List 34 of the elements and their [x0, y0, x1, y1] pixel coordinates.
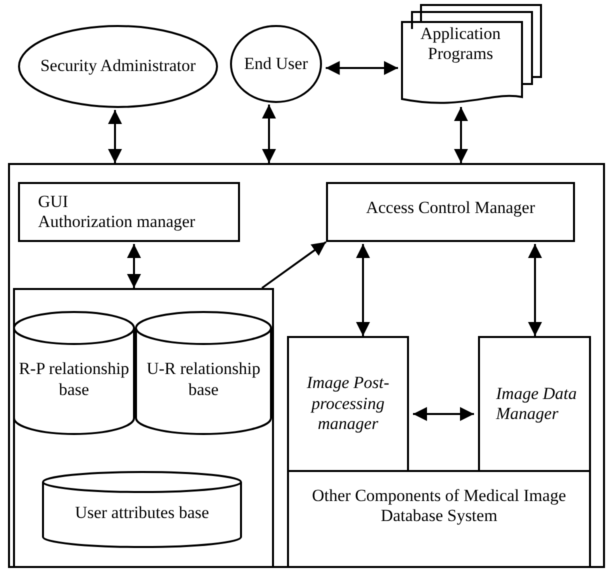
double-arrow [326, 61, 398, 75]
double-arrow [262, 104, 276, 163]
node-label: Authorization manager [38, 212, 196, 232]
database-panel [13, 288, 274, 568]
node-label: GUI [38, 192, 68, 212]
double-arrow [127, 244, 141, 288]
arrow [261, 241, 327, 289]
double-arrow [356, 244, 370, 336]
database-cylinder [13, 312, 135, 435]
actor-ellipse [18, 25, 218, 108]
system-boundary [8, 163, 605, 568]
node-label: Security Administrator [40, 56, 196, 77]
node-label: User attributes base [74, 502, 210, 524]
process-box [287, 336, 409, 472]
process-box [287, 470, 591, 568]
actor-ellipse [230, 25, 322, 103]
node-label: Image Data Manager [496, 384, 578, 424]
process-box [18, 182, 240, 242]
node-label: Image Post-processing manager [306, 373, 390, 435]
node-label: Access Control Manager [366, 198, 535, 218]
process-box [326, 182, 575, 242]
double-arrow [454, 107, 468, 163]
node-label: R-P relationship base [18, 359, 130, 400]
node-label: U-R relationship base [146, 359, 262, 400]
node-label: Other Components of Medical Image Database System [311, 486, 567, 527]
process-box [478, 336, 591, 472]
double-arrow [108, 110, 122, 163]
node-label: Application Programs [419, 24, 502, 64]
document-stack [402, 5, 541, 105]
database-cylinder [135, 312, 272, 435]
node-label: End User [244, 54, 308, 74]
database-cylinder [42, 472, 242, 548]
double-arrow [413, 407, 474, 421]
double-arrow [528, 244, 542, 336]
